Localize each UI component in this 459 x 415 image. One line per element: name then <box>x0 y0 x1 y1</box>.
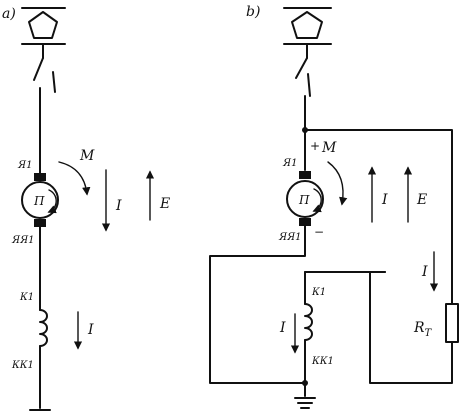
panel-a-emf-label: E <box>159 196 170 212</box>
panel-b-resistor-letter: R <box>413 320 425 336</box>
panel-b-tag: b) <box>246 4 260 20</box>
panel-a-armature-bottom-label: ЯЯ1 <box>11 235 35 246</box>
panel-b-junction-bottom <box>302 380 308 386</box>
panel-a: a) Я1 П M I <box>2 6 170 411</box>
panel-a-torque-label: M <box>79 148 95 164</box>
panel-b-armature-bottom-label: ЯЯ1 <box>278 232 302 243</box>
panel-b-torque-label: M <box>321 140 337 156</box>
panel-a-field-top-label: К1 <box>19 292 34 303</box>
panel-b-motor-letter: П <box>298 193 310 207</box>
panel-b-field-top-label: К1 <box>311 287 326 298</box>
panel-a-switch <box>33 43 56 99</box>
panel-b-brake-resistor <box>445 303 459 343</box>
panel-b-supply-symbol <box>283 7 332 45</box>
panel-b-emf-label: E <box>416 192 427 208</box>
panel-a-tag: a) <box>2 6 16 22</box>
panel-a-motor: П <box>21 173 59 227</box>
panel-a-field-bottom-label: КК1 <box>11 360 34 371</box>
panel-b-motor: П <box>286 171 324 226</box>
panel-b-switch <box>295 43 311 109</box>
panel-b-torque-arrow <box>327 161 348 206</box>
panel-b-field-coil <box>304 303 313 341</box>
panel-a-motor-letter: П <box>33 194 45 208</box>
panel-b-armature-top-label: Я1 <box>282 158 297 169</box>
panel-b-resistor-subscript: T <box>425 328 433 339</box>
panel-b-ground <box>294 397 316 409</box>
panel-a-field-current-label: I <box>87 322 94 338</box>
panel-b-current-label: I <box>381 192 388 208</box>
panel-a-field-coil <box>39 309 48 347</box>
panel-b-brake-wire-top <box>304 129 453 305</box>
panel-b-armature-loop-wire <box>209 225 306 384</box>
panel-b-brake-current-label: I <box>421 264 428 280</box>
panel-b-field-current-label: I <box>279 320 286 336</box>
panel-b-minus: − <box>314 225 324 239</box>
panel-b-plus: + <box>310 139 320 153</box>
panel-a-torque-arrow <box>58 161 91 196</box>
panel-b-field-bottom-label: КК1 <box>311 356 334 367</box>
panel-b: b) + M Я1 П <box>209 4 459 409</box>
panel-b-resistor-label: RT <box>413 320 433 339</box>
panel-a-current-label: I <box>115 198 122 214</box>
panel-b-brake-wire-bottom <box>369 271 453 384</box>
panel-a-armature-top-label: Я1 <box>17 160 32 171</box>
panel-a-supply-symbol <box>21 7 66 45</box>
